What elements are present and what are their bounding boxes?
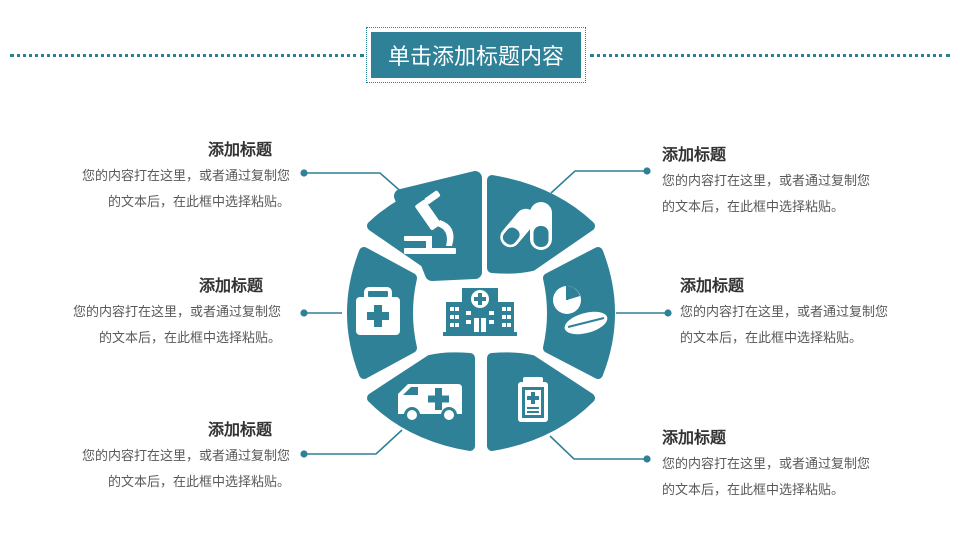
- header-dotted-line-left: [10, 54, 364, 57]
- block-text-line-2: 的文本后，在此框中选择粘贴。: [662, 200, 845, 215]
- text-block-bottom-left[interactable]: 添加标题 您的内容打在这里，或者通过复制您 的文本后，在此框中选择粘贴。: [40, 418, 290, 496]
- text-block-middle-right[interactable]: 添加标题 您的内容打在这里，或者通过复制您 的文本后，在此框中选择粘贴。: [680, 274, 930, 352]
- connector-top-right: [550, 170, 647, 194]
- pill-icon: [553, 286, 608, 335]
- block-text-line-1: 您的内容打在这里，或者通过复制您: [680, 305, 889, 320]
- ambulance-icon: [398, 384, 462, 423]
- connector-bottom-right: [549, 435, 647, 460]
- block-text-line-1: 您的内容打在这里，或者通过复制您: [81, 169, 290, 184]
- connector-dot-middle-left: [300, 309, 308, 317]
- block-title: 添加标题: [680, 276, 745, 295]
- hospital-icon: [443, 288, 517, 336]
- header-dotted-line-right: [590, 54, 950, 57]
- medical-kit-icon: [356, 287, 400, 335]
- block-title: 添加标题: [198, 276, 263, 295]
- block-title: 添加标题: [662, 428, 727, 447]
- text-block-middle-left[interactable]: 添加标题 您的内容打在这里，或者通过复制您 的文本后，在此框中选择粘贴。: [31, 274, 281, 352]
- connector-dot-top-right: [643, 167, 651, 175]
- connector-bottom-left: [304, 429, 403, 455]
- text-block-bottom-right[interactable]: 添加标题 您的内容打在这里，或者通过复制您 的文本后，在此框中选择粘贴。: [662, 426, 912, 504]
- microscope-icon: [404, 190, 456, 254]
- block-text-line-2: 的文本后，在此框中选择粘贴。: [107, 475, 290, 490]
- text-block-top-left[interactable]: 添加标题 您的内容打在这里，或者通过复制您 的文本后，在此框中选择粘贴。: [40, 138, 290, 216]
- block-text-line-2: 的文本后，在此框中选择粘贴。: [662, 483, 845, 498]
- block-text-line-1: 您的内容打在这里，或者通过复制您: [662, 457, 871, 472]
- capsule-icon: [500, 202, 552, 250]
- block-title: 添加标题: [207, 140, 272, 159]
- block-text-line-1: 您的内容打在这里，或者通过复制您: [662, 174, 871, 189]
- connector-dot-middle-right: [664, 309, 672, 317]
- connector-dot-bottom-left: [300, 450, 308, 458]
- block-text-line-1: 您的内容打在这里，或者通过复制您: [72, 305, 281, 320]
- title-frame: 单击添加标题内容: [366, 27, 586, 83]
- block-text-line-2: 的文本后，在此框中选择粘贴。: [98, 331, 281, 346]
- page-title[interactable]: 单击添加标题内容: [371, 32, 581, 78]
- connector-top-left: [304, 172, 406, 196]
- block-text-line-1: 您的内容打在这里，或者通过复制您: [81, 449, 290, 464]
- connector-dot-bottom-right: [643, 455, 651, 463]
- text-block-top-right[interactable]: 添加标题 您的内容打在这里，或者通过复制您 的文本后，在此框中选择粘贴。: [662, 143, 912, 221]
- wheel-segment-middle-right: [543, 247, 615, 379]
- block-title: 添加标题: [207, 420, 272, 439]
- connector-dot-top-left: [300, 169, 308, 177]
- block-text-line-2: 的文本后，在此框中选择粘贴。: [107, 195, 290, 210]
- clipboard-icon: [518, 377, 548, 422]
- wheel-segment-top-left: [367, 175, 475, 274]
- block-text-line-2: 的文本后，在此框中选择粘贴。: [680, 331, 863, 346]
- block-title: 添加标题: [662, 145, 727, 164]
